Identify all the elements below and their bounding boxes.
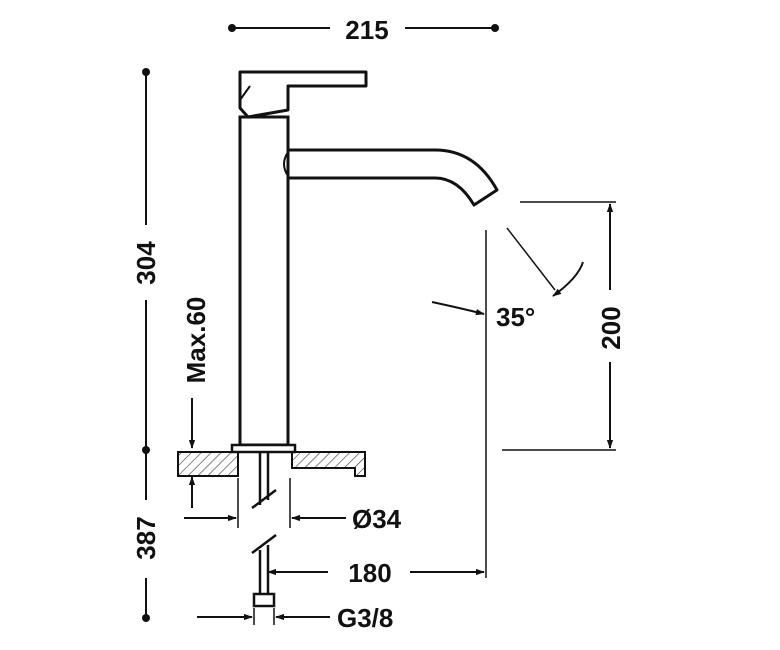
- connection-thread-label: G3/8: [337, 603, 393, 633]
- thread-connector: [252, 592, 276, 608]
- outflow-height-dimension: 200: [502, 201, 626, 451]
- max-deck-thickness-label: Max.60: [181, 297, 211, 384]
- base-diameter-dimension: Ø34: [184, 478, 402, 534]
- break-line: [251, 534, 277, 554]
- deck-thickness-dimension: Max.60: [181, 297, 211, 508]
- outflow-height-label: 200: [596, 306, 626, 349]
- total-height-dimension: 304: [131, 68, 161, 454]
- angle-extension-line: [506, 227, 556, 291]
- below-deck-dimension: 387: [131, 450, 161, 622]
- overall-width-label: 215: [345, 15, 388, 45]
- width-dimension: 215: [228, 15, 499, 45]
- countertop-left: [177, 451, 239, 477]
- handle-edge: [239, 85, 251, 101]
- spout-reach-label: 180: [348, 558, 391, 588]
- supply-hose: [251, 452, 277, 608]
- total-height-label: 304: [131, 241, 161, 285]
- faucet-body: [230, 70, 499, 454]
- angle-arrow: [431, 301, 485, 316]
- below-deck-length-label: 387: [131, 516, 161, 559]
- spout-reach-dimension: 180: [267, 230, 487, 588]
- base-diameter-label: Ø34: [352, 504, 402, 534]
- angle-arrow: [552, 261, 584, 297]
- connection-thread-dimension: G3/8: [197, 603, 393, 633]
- lever-handle: [238, 70, 368, 119]
- break-line: [251, 489, 277, 509]
- spout-angle-dimension: 35°: [431, 227, 584, 332]
- spout-joint: [283, 151, 289, 177]
- spout-angle-label: 35°: [496, 302, 535, 332]
- base-plate: [230, 443, 297, 454]
- countertop-right: [291, 451, 366, 477]
- faucet-column: [238, 115, 290, 447]
- spout: [286, 148, 499, 207]
- countertop-section: [177, 451, 366, 477]
